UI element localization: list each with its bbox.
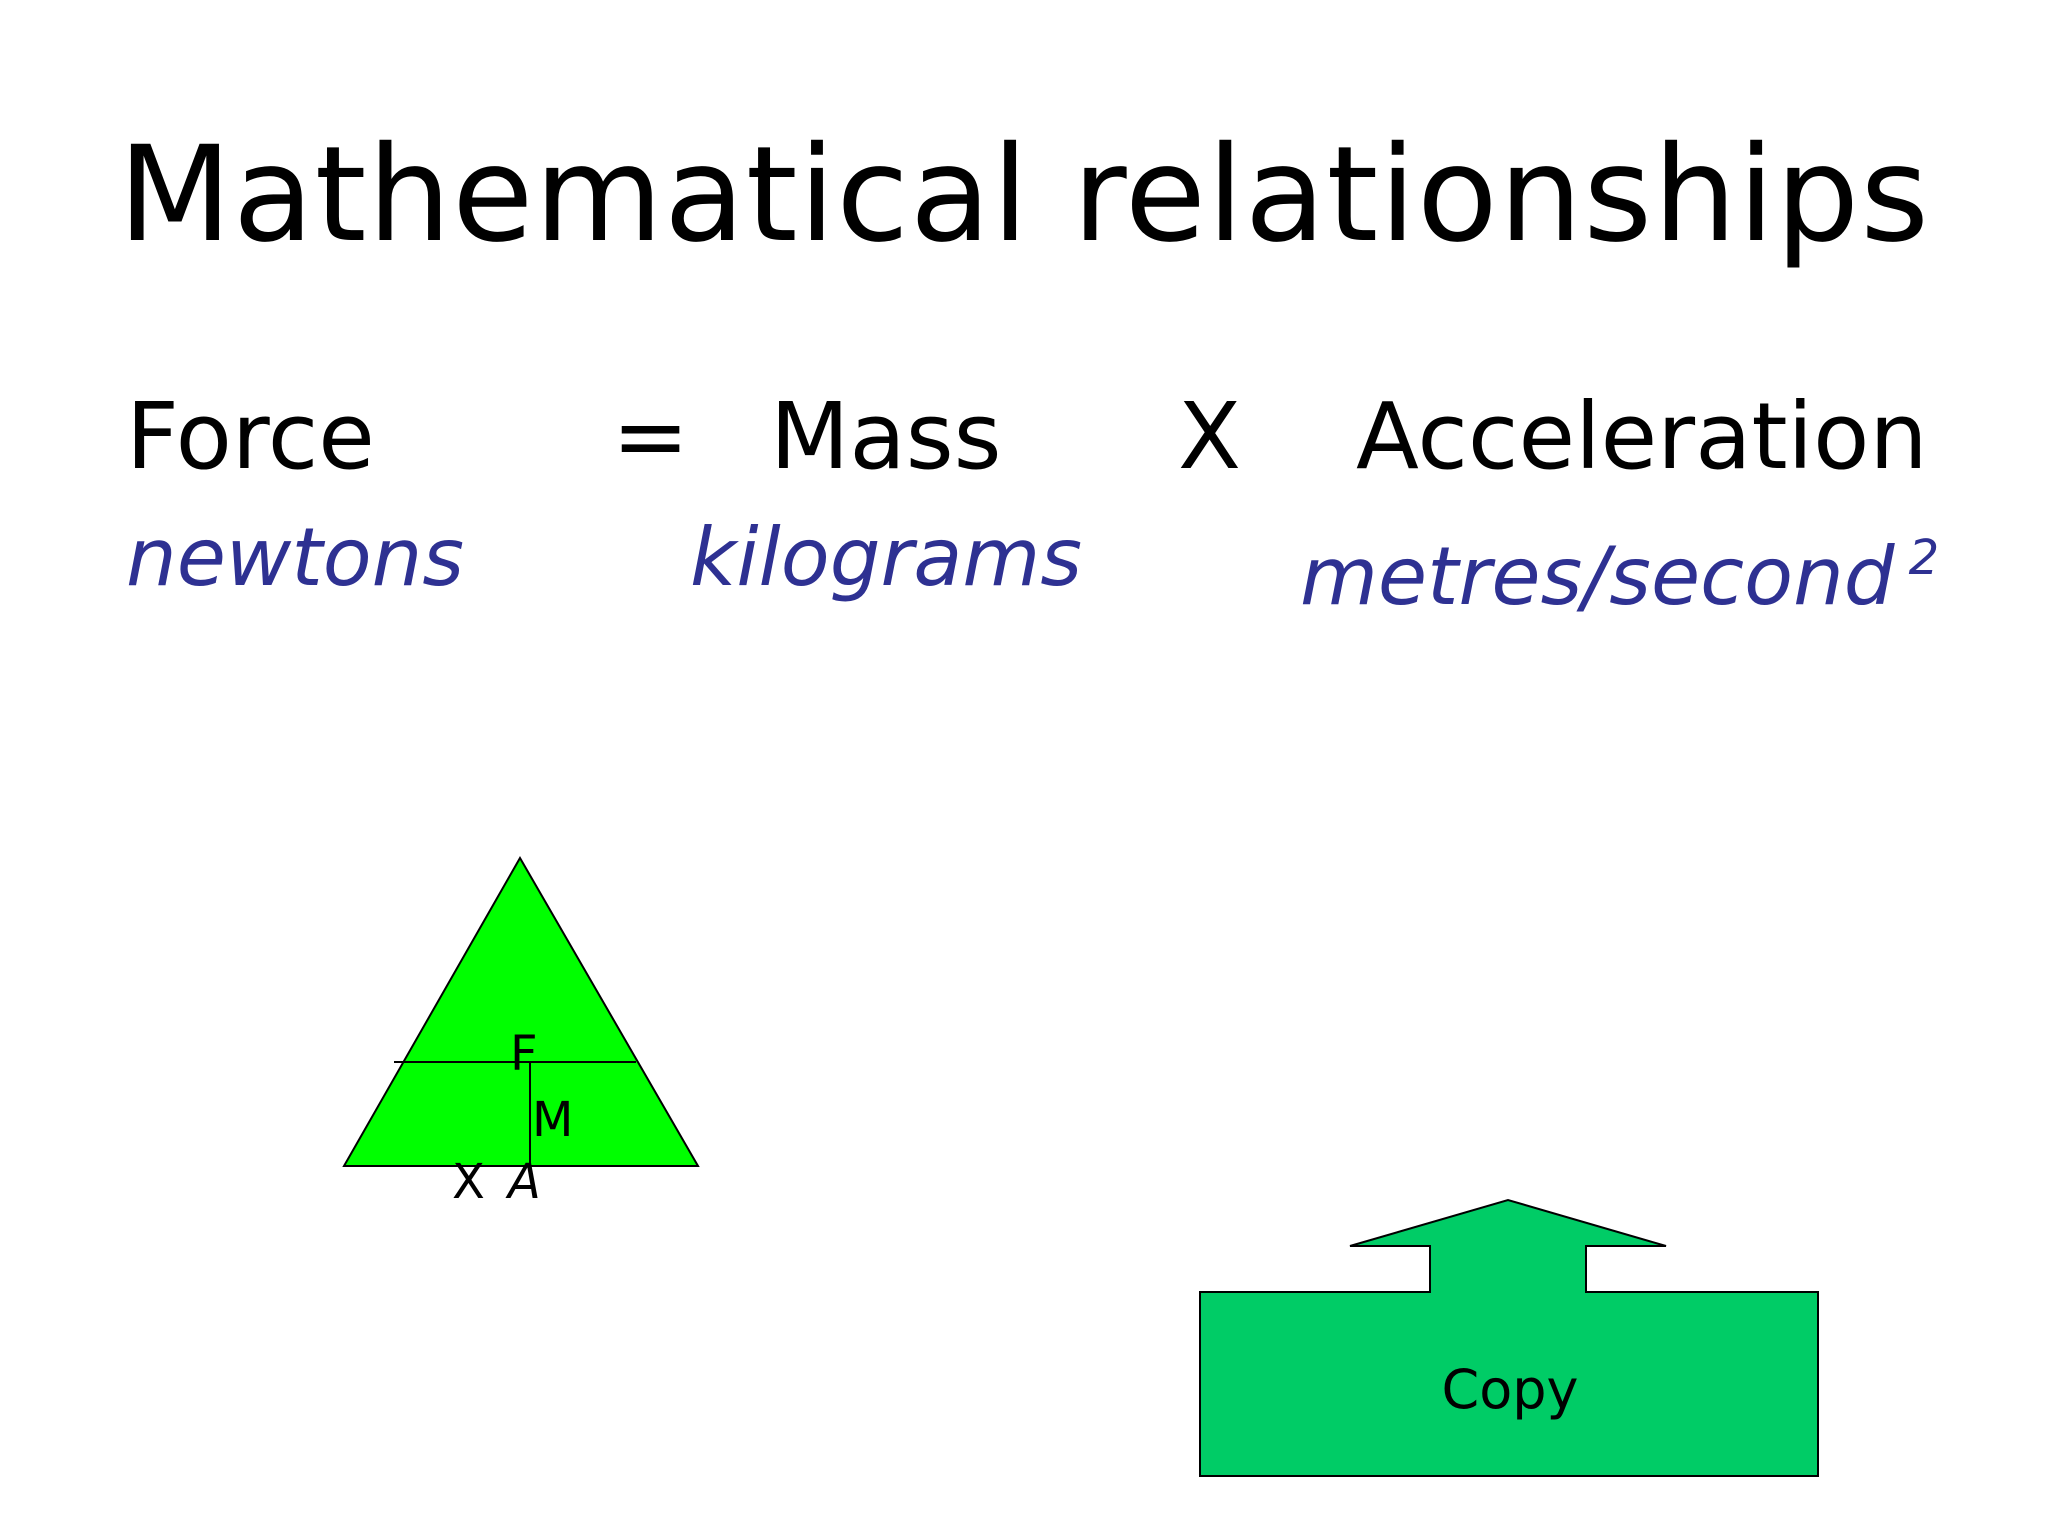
slide-title: Mathematical relationships (117, 118, 1931, 272)
force-term: Force (126, 383, 375, 490)
triangle-label-times: X (452, 1154, 485, 1210)
formula-triangle (342, 855, 700, 1167)
triangle-label-acceleration: A (508, 1154, 541, 1210)
force-unit: newtons (126, 511, 465, 604)
mass-unit: kilograms (690, 511, 1083, 604)
copy-button[interactable]: Copy (1441, 1358, 1579, 1421)
triangle-label-mass: M (532, 1092, 574, 1148)
acceleration-unit-power: 2 (1908, 530, 1940, 586)
acceleration-term: Acceleration (1356, 383, 1928, 490)
acceleration-unit-text: metres/second (1300, 530, 1895, 623)
times-sign: X (1178, 383, 1242, 490)
mass-term: Mass (770, 383, 1002, 490)
equals-sign: = (612, 383, 690, 490)
triangle-shape (342, 855, 700, 1167)
copy-button-shape[interactable] (1199, 1198, 1819, 1477)
triangle-label-force: F (510, 1026, 538, 1082)
copy-arrow-box[interactable] (1199, 1198, 1819, 1477)
